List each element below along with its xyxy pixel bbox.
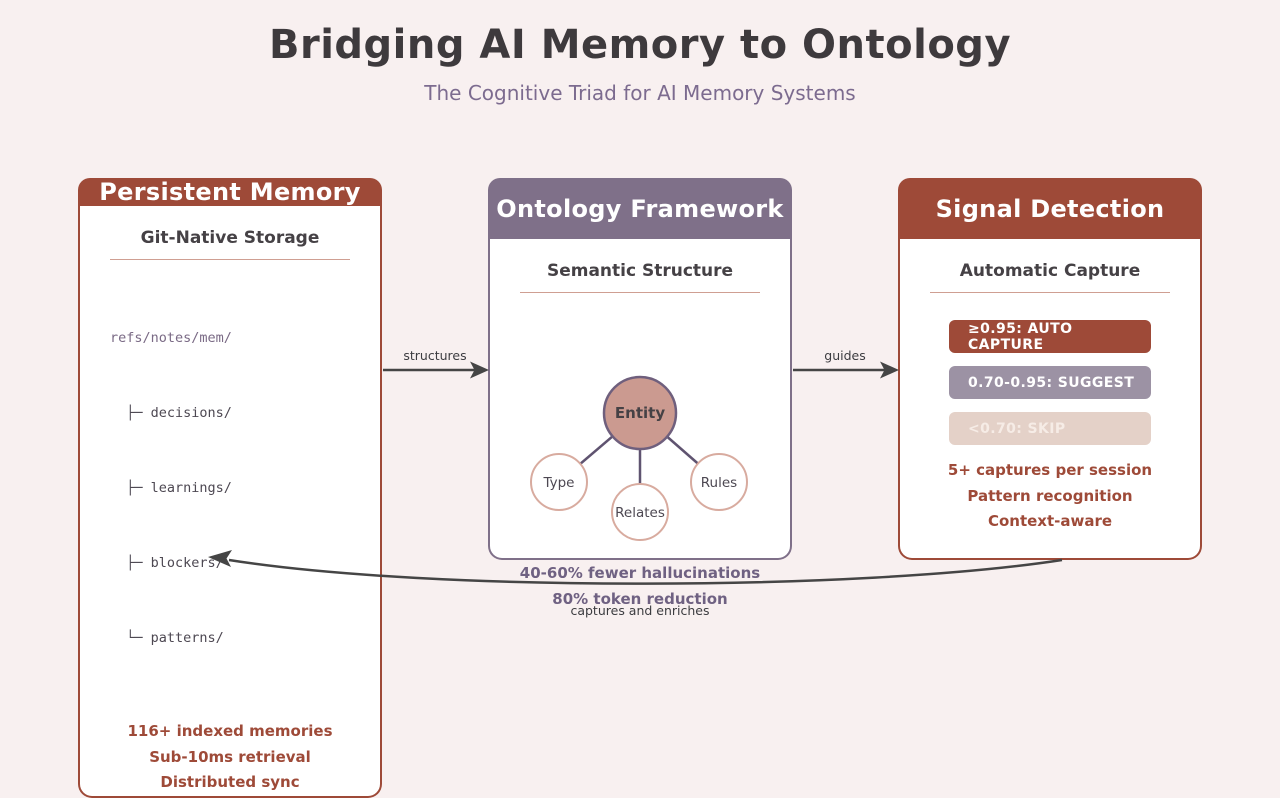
page-title: Bridging AI Memory to Ontology xyxy=(268,22,1012,68)
card-ontology-framework-title: Ontology Framework xyxy=(488,178,792,239)
entity-graph: Entity Type Relates Rules xyxy=(530,375,748,541)
card-signal-detection: Signal Detection Automatic Capture ≥0.95… xyxy=(898,178,1202,560)
section-title-semantic-structure: Semantic Structure xyxy=(546,261,734,281)
divider xyxy=(930,292,1170,293)
structures-arrow-label: structures xyxy=(403,348,467,363)
guides-arrowhead-icon xyxy=(880,361,899,379)
stat-pattern-recognition: Pattern recognition xyxy=(967,486,1133,505)
stat-context-aware: Context-aware xyxy=(987,512,1113,530)
badge-auto-capture: ≥0.95: AUTO CAPTURE xyxy=(949,320,1151,353)
entity-node-circle xyxy=(602,375,678,451)
card-ontology-framework-body: Semantic Structure Entity Type Relates R… xyxy=(488,239,792,608)
page-subtitle: The Cognitive Triad for AI Memory System… xyxy=(424,81,856,105)
code-line-learnings: ├─ learnings/ xyxy=(110,480,232,496)
signal-stats: 5+ captures per session Pattern recognit… xyxy=(900,458,1200,535)
threshold-badges: ≥0.95: AUTO CAPTURE 0.70-0.95: SUGGEST <… xyxy=(900,320,1200,445)
relates-node-circle xyxy=(611,483,669,541)
section-title-automatic-capture: Automatic Capture xyxy=(959,261,1141,281)
divider xyxy=(110,259,350,260)
divider xyxy=(520,292,760,293)
code-line-blockers: ├─ blockers/ xyxy=(110,555,224,571)
section-title-git-native-storage: Git-Native Storage xyxy=(140,228,320,248)
feedback-arrow-label: captures and enriches xyxy=(570,603,710,618)
card-persistent-memory: Persistent Memory Git-Native Storage ref… xyxy=(78,178,382,798)
stat-captures-per-session: 5+ captures per session xyxy=(947,461,1153,479)
diagram-canvas: Bridging AI Memory to Ontology The Cogni… xyxy=(78,22,1202,798)
stat-indexed-memories: 116+ indexed memories xyxy=(127,722,333,740)
code-line-root: refs/notes/mem/ xyxy=(110,330,232,346)
relates-node-label: Relates xyxy=(615,505,665,521)
card-signal-detection-body: Automatic Capture ≥0.95: AUTO CAPTURE 0.… xyxy=(898,239,1202,560)
type-node-circle xyxy=(530,453,588,511)
card-ontology-framework: Ontology Framework Semantic Structure En… xyxy=(488,178,792,608)
memory-stats: 116+ indexed memories Sub-10ms retrieval… xyxy=(80,719,380,796)
stat-retrieval-speed: Sub-10ms retrieval xyxy=(149,747,311,766)
card-persistent-memory-title: Persistent Memory xyxy=(78,178,382,206)
card-persistent-memory-body: Git-Native Storage refs/notes/mem/ ├─ de… xyxy=(78,206,382,798)
stat-fewer-hallucinations: 40-60% fewer hallucinations xyxy=(519,564,761,582)
structures-arrowhead-icon xyxy=(470,361,489,379)
badge-suggest: 0.70-0.95: SUGGEST xyxy=(949,366,1151,399)
card-signal-detection-title: Signal Detection xyxy=(898,178,1202,239)
code-line-patterns: └─ patterns/ xyxy=(110,630,224,646)
type-node-label: Type xyxy=(542,475,574,491)
rules-node-circle xyxy=(690,453,748,511)
guides-arrow-label: guides xyxy=(824,348,866,363)
git-refs-tree: refs/notes/mem/ ├─ decisions/ ├─ learnin… xyxy=(110,276,380,701)
entity-node-label: Entity xyxy=(615,404,665,422)
code-line-decisions: ├─ decisions/ xyxy=(110,405,232,421)
badge-skip: <0.70: SKIP xyxy=(949,412,1151,445)
stat-token-reduction: 80% token reduction xyxy=(552,589,728,608)
rules-node-label: Rules xyxy=(701,475,737,491)
stat-distributed-sync: Distributed sync xyxy=(160,773,300,791)
